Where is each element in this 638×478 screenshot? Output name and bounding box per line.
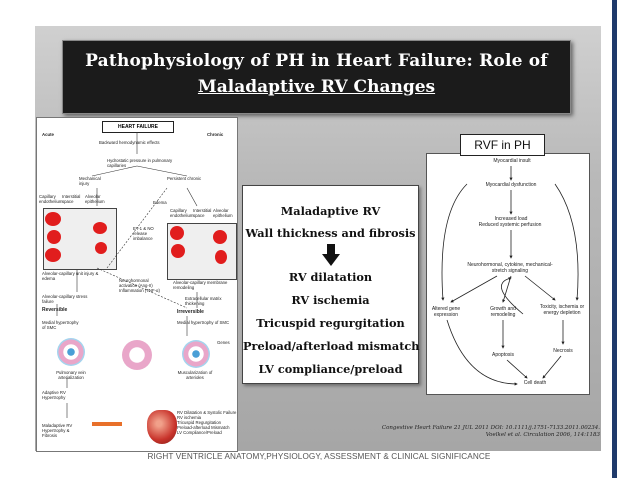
tricuspid-regurgitation-item: Tricuspid regurgitation [256,316,405,330]
chronic-label: Chronic [207,132,224,137]
red-cell [47,230,61,244]
wall-thickness-item: Wall thickness and fibrosis [245,226,416,240]
citation-line-2: Voelkel et al. Circulation 2006, 114:118… [485,432,600,438]
apoptosis-label: Apoptosis [492,352,514,358]
tricuspid-label: Tricuspid Regurgitation [177,420,222,425]
acute-label: Acute [42,132,54,137]
membrane-remodeling-label: Alveolar-capillary membrane remodeling [173,280,228,290]
reversible-label: Reversible [42,307,68,313]
edema-label: Edema [153,200,167,205]
red-cell [213,230,227,244]
maladaptive-rv-heading: Maladaptive RV [280,204,381,218]
maladaptive-rv-box: Maladaptive RV Wall thickness and fibros… [242,185,420,384]
et-no-label: ET-1 & NO release imbalance [133,226,154,241]
myocardial-dysfunction-label: Myocardial dysfunction [485,182,537,188]
increased-load-label: Increased load [494,216,528,222]
vessel-cross-section [182,340,210,368]
stress-failure-label: Alveolar-capillary stress failure [42,294,88,304]
red-cell [45,212,61,226]
preload-afterload-item: Preload/afterload mismatch [243,339,420,353]
orange-arrow [92,422,122,426]
rv-dilatation-item: RV dilatation [288,270,373,284]
lv-compliance-item: LV compliance/preload [258,362,403,376]
irreversible-label: Irreversible [177,309,204,315]
mechanical-injury-label: Mechanical injury [79,176,101,186]
vessel-cross-section [57,338,85,366]
backward-effects-label: Backward hemodynamic effects [99,140,160,145]
red-cell [170,226,184,240]
growth-remodeling-label: Growth and remodeling [490,306,516,318]
rvf-in-ph-label: RVF in PH [460,134,545,156]
rv-dilatation-label: RV Dilatation & Systolic Failure [177,410,237,415]
citation-line-1: Congestive Heart Failure 21 JUL 2011 DOI… [381,425,600,431]
slide-footer: RIGHT VENTRICLE ANATOMY,PHYSIOLOGY, ASSE… [147,452,491,461]
capillary-endothelium-label: Capillary endothelium [39,194,63,204]
preload-label: Preload-afterload Mismatch [177,425,230,430]
necrosis-label: Necrosis [553,348,573,354]
toxicity-label: Toxicity, ischemia or energy depletion [539,304,585,316]
title-line-1: Pathophysiology of PH in Heart Failure: … [85,51,548,71]
heart-illustration [147,410,177,444]
red-cell [93,222,107,234]
left-figure-arrows [56,132,198,418]
title-banner: Pathophysiology of PH in Heart Failure: … [62,40,571,114]
capillary-endothelium-label-2: Capillary endothelium [170,208,194,218]
adaptive-rv-label: Adaptive RV Hypertrophy [42,390,66,400]
heart-failure-header: HEART FAILURE [102,121,174,133]
interstitial-space-label: Interstitial space [62,194,81,204]
cell-death-label: Cell death [523,380,547,386]
vessel-cross-section [122,340,152,370]
persistent-chronic-label: Persistent chronic [167,176,202,181]
alveolar-epithelium-label-2: Alveolar epithelium [213,208,233,218]
extracellular-label: Extracellular matrix thickening [185,296,222,306]
medial-hypertrophy-label-2: Medial hypertrophy of SMC [177,320,230,325]
rvf-flow-arrows [441,166,579,386]
medial-hypertrophy-label: Medial hypertrophy of SMC [42,320,79,330]
down-arrow-icon [322,244,340,266]
red-cell [171,244,185,258]
pulmonary-vein-label: Pulmonary vein arterialization [56,370,86,380]
citation: Congestive Heart Failure 21 JUL 2011 DOI… [330,425,600,439]
red-cell [215,250,227,264]
right-edge-bar [612,0,617,478]
muscularization-label: Muscularization of arterioles [177,370,213,380]
title-line-2: Maladaptive RV Changes [197,77,436,97]
lv-compliance-label: LV Compliance/Preload [177,430,222,435]
interstitial-space-label-2: Interstitial space [193,208,212,218]
reduced-perfusion-label: Reduced systemic perfusion [478,222,542,228]
left-pathophysiology-figure: HEART FAILURE Acute Chronic Backward hem… [36,117,238,452]
maladaptive-rv-label: Maladaptive RV Hypertrophy & Fibrosis [42,423,73,438]
alveolar-injury-label: Alveolar-capillary unit injury & edema [42,271,99,281]
rvf-in-ph-figure: Myocardial insult Myocardial dysfunction… [426,153,590,395]
genes-label: Genes [217,340,230,345]
alveolar-epithelium-label: Alveolar epithelium [85,194,105,204]
hydrostatic-label: Hydrostatic pressure in pulmonary capill… [107,158,173,168]
red-cell [45,248,61,262]
altered-gene-label: Altered gene expression [431,306,461,318]
myocardial-insult-label: Myocardial insult [493,158,531,164]
red-cell [95,242,107,254]
rv-ischemia-label: RV ischemia [177,415,202,420]
rv-ischemia-item: RV ischemia [291,293,370,307]
neurohormonal-signaling-label: Neurohormonal, cytokine, mechanical-stre… [467,262,553,274]
